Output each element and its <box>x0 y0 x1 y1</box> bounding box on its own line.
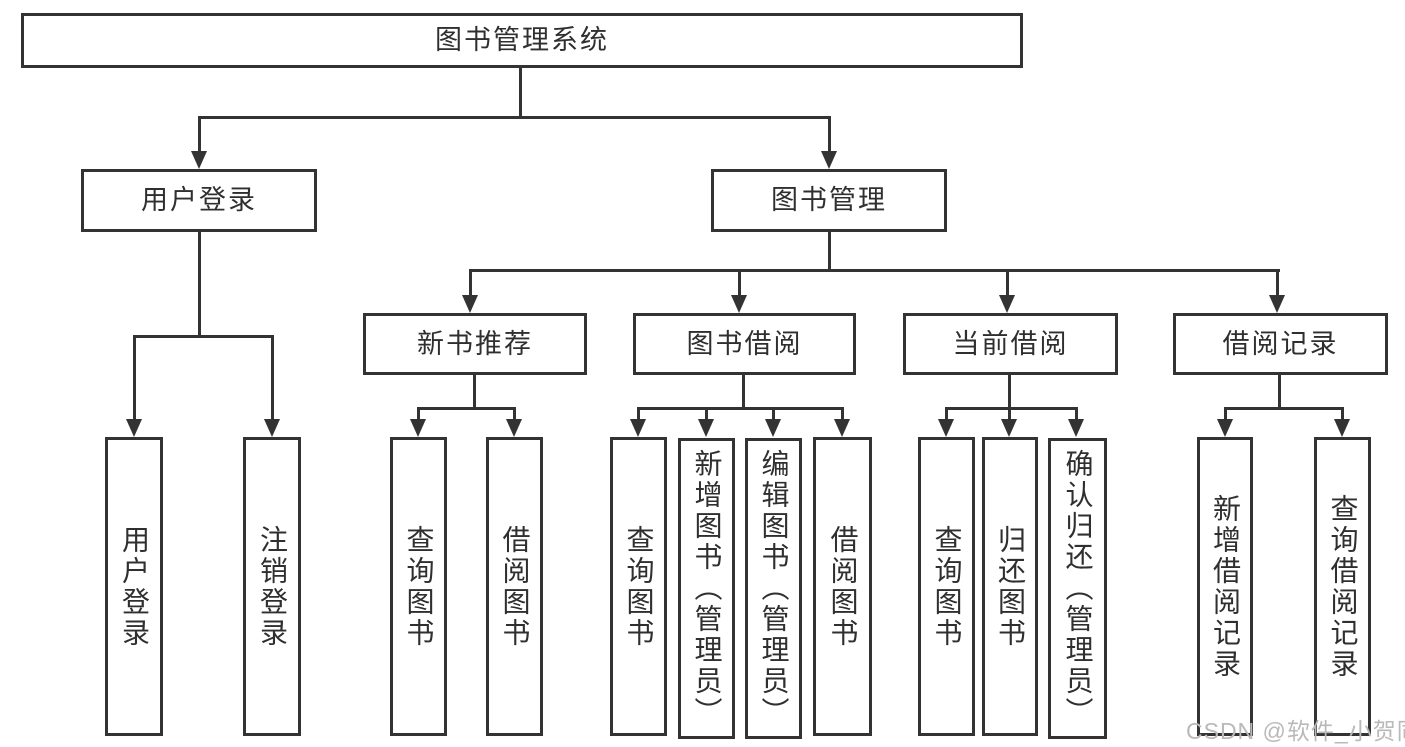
connector-line <box>1224 407 1227 421</box>
leaf-confirm-return-admin: 确认归还（管理员） <box>1048 438 1107 739</box>
arrow-down-icon <box>410 419 426 437</box>
node-borrow-records: 借阅记录 <box>1173 313 1388 375</box>
arrow-down-icon <box>698 419 714 437</box>
leaf-return-books: 归还图书 <box>982 437 1038 736</box>
leaf-query-books-recommend: 查询图书 <box>390 437 447 736</box>
connector-line <box>469 269 472 297</box>
arrow-down-icon <box>1068 419 1084 437</box>
connector-line <box>841 407 844 421</box>
connector-line <box>1006 269 1009 297</box>
connector-line <box>742 373 745 409</box>
arrow-down-icon <box>1269 295 1285 313</box>
leaf-query-books-borrow: 查询图书 <box>610 437 667 736</box>
connector-line <box>945 407 948 421</box>
arrow-down-icon <box>506 419 522 437</box>
arrow-down-icon <box>1334 419 1350 437</box>
node-current-borrow: 当前借阅 <box>903 313 1118 375</box>
node-book-management: 图书管理 <box>711 169 947 232</box>
arrow-down-icon <box>1001 419 1017 437</box>
arrow-down-icon <box>191 151 207 169</box>
node-user-login: 用户登录 <box>81 169 317 232</box>
leaf-logout: 注销登录 <box>243 437 301 736</box>
connector-line <box>637 407 843 410</box>
connector-line <box>1278 373 1281 409</box>
connector-line <box>1276 269 1279 297</box>
connector-line <box>417 407 420 421</box>
node-book-borrow: 图书借阅 <box>633 313 856 375</box>
watermark: CSDN @软件_小贺同学 <box>1186 718 1405 744</box>
connector-line <box>513 407 516 421</box>
leaf-borrow-books-borrow: 借阅图书 <box>813 437 872 736</box>
connector-line <box>473 373 476 409</box>
node-new-book-recommend: 新书推荐 <box>363 313 587 375</box>
connector-line <box>1008 373 1011 409</box>
arrow-down-icon <box>834 419 850 437</box>
connector-line <box>637 407 640 421</box>
leaf-edit-book-admin: 编辑图书（管理员） <box>745 438 802 739</box>
connector-line <box>1008 407 1011 421</box>
arrow-down-icon <box>126 419 142 437</box>
connector-line <box>828 116 831 154</box>
connector-line <box>945 407 1078 410</box>
connector-line <box>828 230 831 272</box>
connector-line <box>469 269 1280 272</box>
leaf-add-borrow-record: 新增借阅记录 <box>1197 437 1253 736</box>
connector-line <box>198 116 201 154</box>
connector-line <box>1224 407 1343 410</box>
connector-line <box>1075 407 1078 421</box>
connector-line <box>417 407 515 410</box>
connector-line <box>519 66 522 118</box>
leaf-user-login: 用户登录 <box>105 437 163 736</box>
arrow-down-icon <box>821 151 837 169</box>
arrow-down-icon <box>765 419 781 437</box>
leaf-borrow-books-recommend: 借阅图书 <box>486 437 543 736</box>
connector-line <box>1341 407 1344 421</box>
connector-line <box>198 116 831 119</box>
arrow-down-icon <box>462 295 478 313</box>
arrow-down-icon <box>1217 419 1233 437</box>
arrow-down-icon <box>264 419 280 437</box>
connector-line <box>133 335 136 421</box>
arrow-down-icon <box>938 419 954 437</box>
leaf-add-book-admin: 新增图书（管理员） <box>678 438 735 739</box>
arrow-down-icon <box>731 295 747 313</box>
leaf-query-borrow-record: 查询借阅记录 <box>1314 437 1371 736</box>
connector-line <box>705 407 708 421</box>
connector-line <box>271 335 274 421</box>
leaf-query-books-current: 查询图书 <box>918 437 975 736</box>
node-root: 图书管理系统 <box>21 13 1023 68</box>
connector-line <box>198 230 201 337</box>
connector-line <box>133 335 274 338</box>
arrow-down-icon <box>630 419 646 437</box>
connector-line <box>738 269 741 297</box>
connector-line <box>772 407 775 421</box>
arrow-down-icon <box>999 295 1015 313</box>
